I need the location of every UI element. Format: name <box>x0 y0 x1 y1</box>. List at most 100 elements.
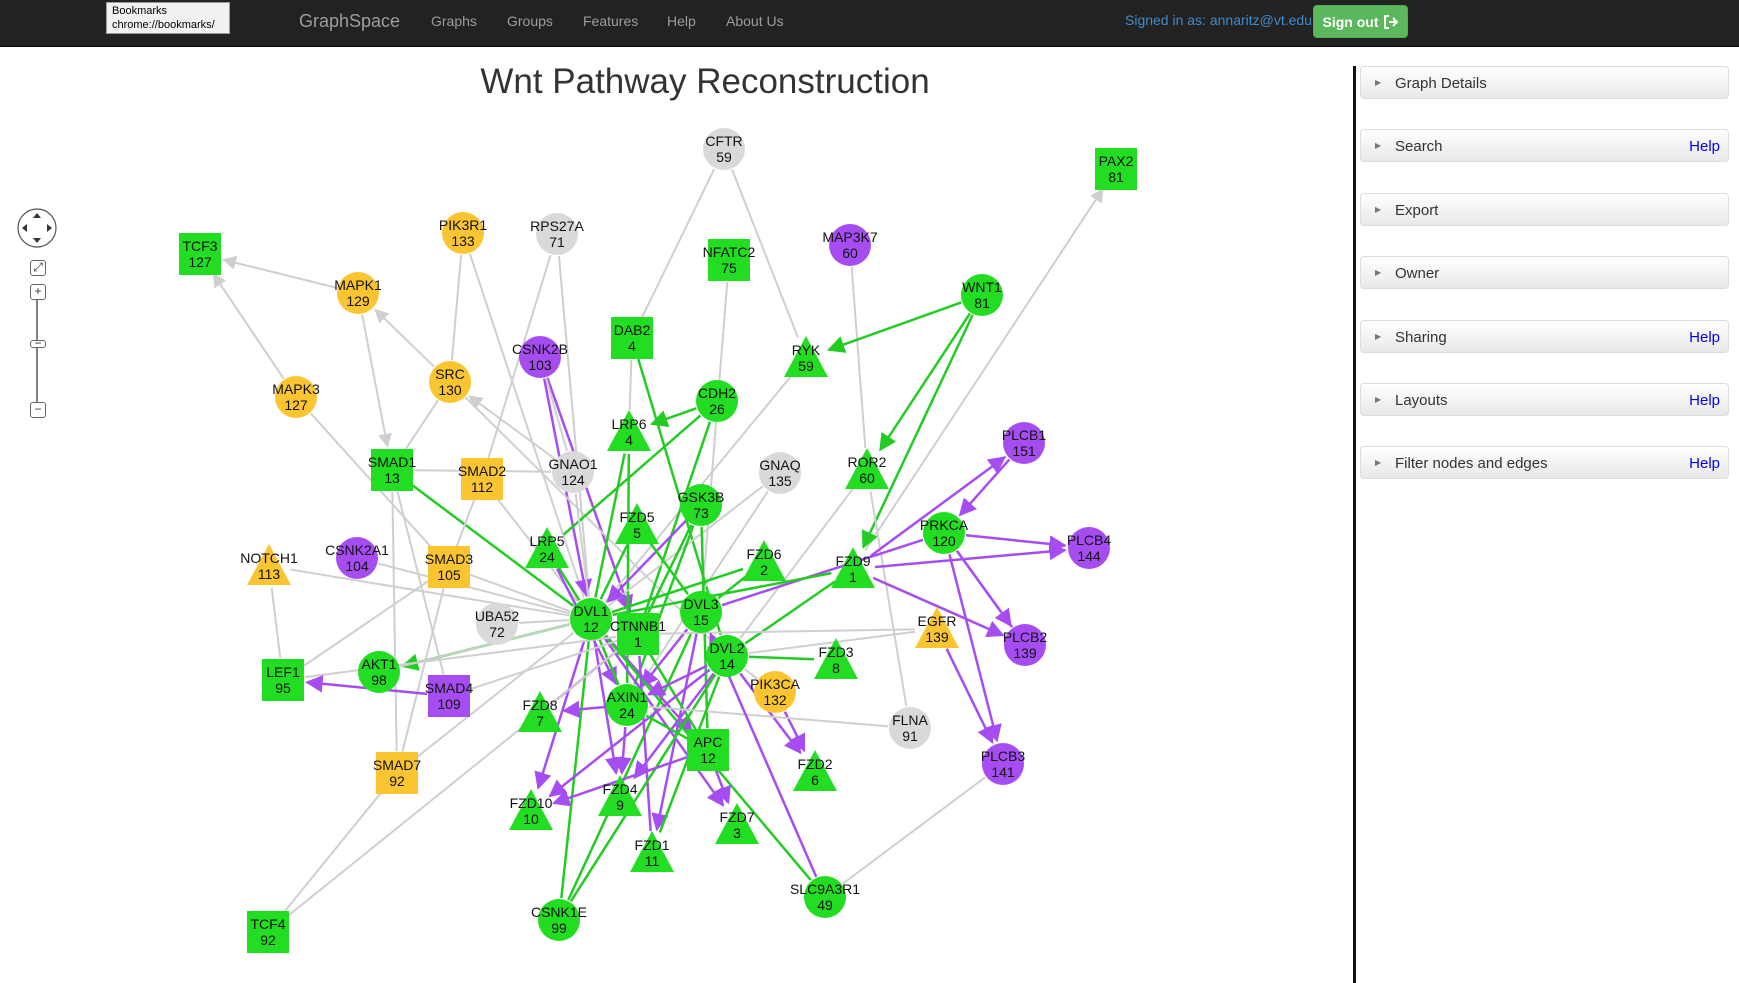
edge-MAP3K7-ROR2[interactable] <box>850 266 867 449</box>
edge-ROR2-DVL2[interactable] <box>739 486 855 640</box>
edge-SMAD1-DVL1[interactable] <box>408 482 575 607</box>
edge-PRKCA-DVL3[interactable] <box>721 538 924 607</box>
edge-DAB2-DVL2[interactable] <box>637 358 722 636</box>
edge-FZD6-DVL3[interactable] <box>717 574 748 600</box>
edge-AXIN1-FZD4[interactable] <box>614 726 632 775</box>
edge-NOTCH1-LEF1[interactable] <box>270 587 282 659</box>
accordion-layouts[interactable]: ▶ Layouts Help <box>1360 383 1729 416</box>
accordion-filter-nodes-and-edges[interactable]: ▶ Filter nodes and edges Help <box>1360 446 1729 479</box>
edge-FZD9-PLCB2[interactable] <box>872 576 1005 637</box>
edge-SRC-SMAD1[interactable] <box>403 399 439 453</box>
edge-DVL1-FZD4[interactable] <box>593 640 623 776</box>
help-link[interactable]: Help <box>1689 138 1720 155</box>
signed-in-label[interactable]: Signed in as: annaritz@vt.edu <box>1125 12 1312 28</box>
edge-NFATC2-DVL3[interactable] <box>701 281 729 591</box>
edge-DVL2-FZD4[interactable] <box>633 672 715 780</box>
edge-FZD5-DVL1[interactable] <box>599 544 629 600</box>
accordion-graph-details[interactable]: ▶ Graph Details <box>1360 66 1729 99</box>
edge-GSK3B-DVL1[interactable] <box>606 519 687 603</box>
edge-CFTR-RYK[interactable] <box>731 169 799 338</box>
zoom-slider-handle[interactable]: − <box>30 337 46 349</box>
help-link[interactable]: Help <box>1689 329 1720 346</box>
edge-WNT1-FZD9[interactable] <box>862 314 974 549</box>
edge-FZD6-DVL1[interactable] <box>611 567 744 614</box>
edge-CDH2-CTNNB1[interactable] <box>643 421 712 614</box>
edge-APC-FZD7[interactable] <box>714 770 731 805</box>
edge-CDH2-LRP5[interactable] <box>562 414 702 536</box>
edge-SMAD3-SMAD7[interactable] <box>401 588 445 752</box>
edge-LRP5-DVL1[interactable] <box>557 566 581 602</box>
accordion-export[interactable]: ▶ Export <box>1360 193 1729 226</box>
accordion-search[interactable]: ▶ Search Help <box>1360 129 1729 162</box>
edge-GNAO1-SRC[interactable] <box>468 395 556 460</box>
edge-FZD9-PLCB1[interactable] <box>869 456 1007 557</box>
edge-MAPK3-TCF3[interactable] <box>212 272 285 380</box>
edge-DVL2-CSNK1E[interactable] <box>569 673 717 903</box>
edge-CTNNB1-FZD1[interactable] <box>638 655 652 832</box>
zoom-in-button[interactable]: + <box>30 284 46 300</box>
brand-logo[interactable]: GraphSpace <box>299 11 401 31</box>
nav-groups[interactable]: Groups <box>507 13 553 29</box>
edge-WNT1-ROR2[interactable] <box>879 312 971 452</box>
edge-CDH2-LRP6[interactable] <box>649 407 697 428</box>
edge-SMAD7-DVL1[interactable] <box>413 631 575 761</box>
edge-SMAD1-SMAD4[interactable] <box>396 491 445 675</box>
edge-ROR2-FLNA[interactable] <box>869 491 908 707</box>
zoom-out-button[interactable]: − <box>30 402 46 418</box>
panel-divider[interactable] <box>1353 66 1356 983</box>
edge-SMAD3-LEF1[interactable] <box>300 578 432 669</box>
edge-NOTCH1-DVL1[interactable] <box>290 568 570 617</box>
edge-LRP6-DVL1[interactable] <box>594 453 626 598</box>
edge-FZD9-PLCB4[interactable] <box>874 542 1067 569</box>
edge-SMAD4-CTNNB1[interactable] <box>469 639 618 691</box>
sign-out-button[interactable]: Sign out <box>1313 5 1408 38</box>
fit-icon[interactable]: ⤢ <box>30 260 46 276</box>
edge-PIK3R1-DVL1[interactable] <box>468 253 586 599</box>
edge-UBA52-DVL1[interactable] <box>518 619 570 624</box>
edge-CFTR-DAB2[interactable] <box>640 168 716 319</box>
edge-MAPK1-SMAD1[interactable] <box>361 314 392 448</box>
edge-SMAD1-SMAD7[interactable] <box>391 491 398 752</box>
edge-GNAO1-CSNK2B[interactable] <box>545 377 568 452</box>
edge-FLNA-AXIN1[interactable] <box>648 705 889 728</box>
edge-CSNK2B-CTNNB1[interactable] <box>546 377 633 614</box>
edge-DVL1-FZD7[interactable] <box>602 636 725 807</box>
accordion-owner[interactable]: ▶ Owner <box>1360 256 1729 289</box>
edge-WNT1-RYK[interactable] <box>826 301 962 353</box>
edge-SMAD2-SMAD3[interactable] <box>455 499 476 547</box>
